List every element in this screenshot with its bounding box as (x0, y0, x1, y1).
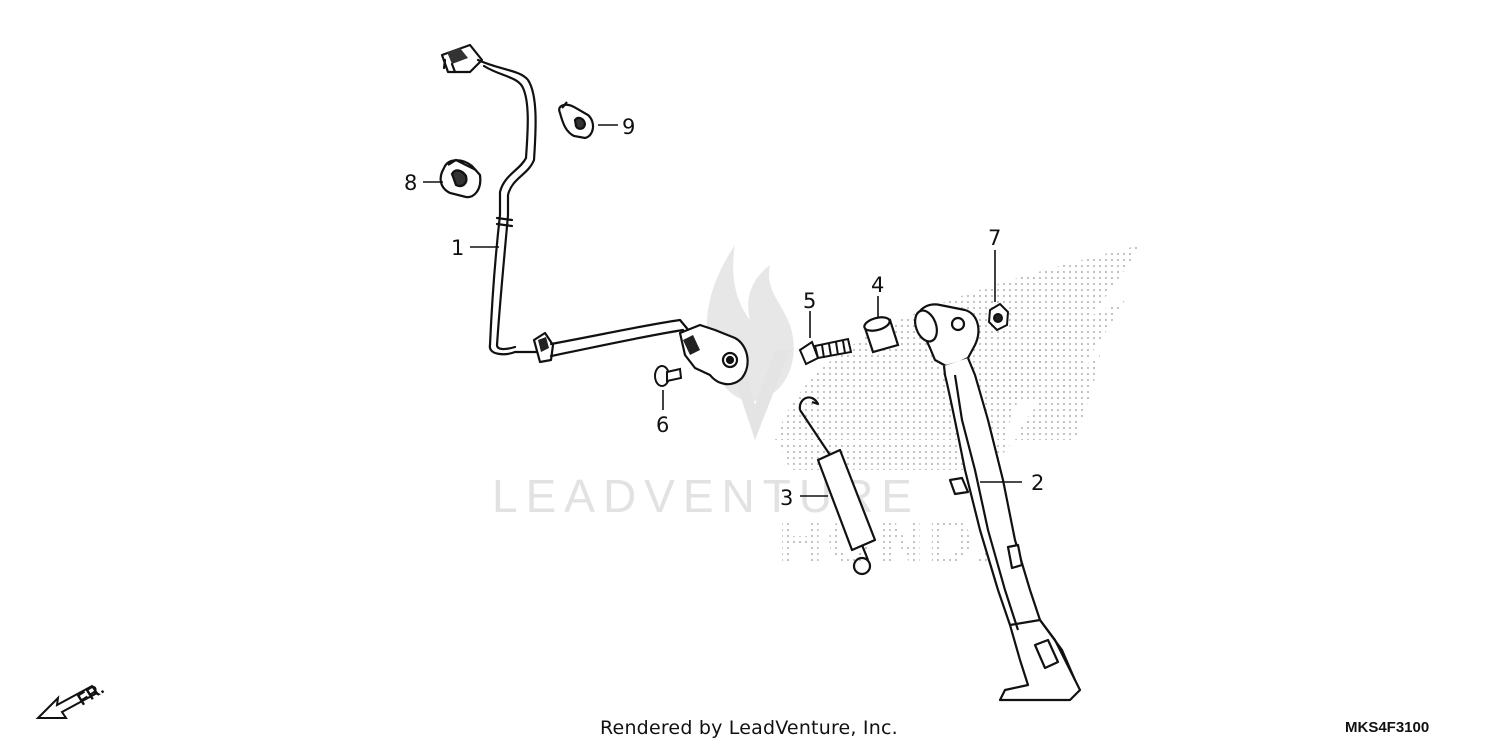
front-label: FR. (74, 679, 107, 710)
callout-leaders (423, 124, 1022, 497)
bolt (798, 337, 853, 366)
spring (798, 396, 877, 576)
nut (987, 302, 1010, 332)
callout-6: 6 (656, 413, 669, 437)
callout-8: 8 (404, 171, 417, 195)
collar (863, 316, 900, 354)
callout-7: 7 (988, 226, 1001, 250)
screw (654, 365, 683, 387)
callout-2: 2 (1031, 471, 1044, 495)
diagram-code: MKS4F3100 (1345, 719, 1430, 736)
callout-4: 4 (871, 273, 884, 297)
grommet (439, 158, 482, 199)
callout-5: 5 (803, 289, 816, 313)
callout-1: 1 (451, 236, 464, 260)
callout-3: 3 (780, 486, 793, 510)
front-direction-arrow: FR. (35, 679, 107, 719)
side-stand-switch (440, 43, 749, 386)
callout-labels: 1 2 3 4 5 6 7 8 9 (404, 115, 1044, 510)
side-stand-bar (914, 303, 1082, 702)
render-credit: Rendered by LeadVenture, Inc. (600, 717, 898, 739)
clip (558, 101, 595, 140)
callout-9: 9 (622, 115, 635, 139)
